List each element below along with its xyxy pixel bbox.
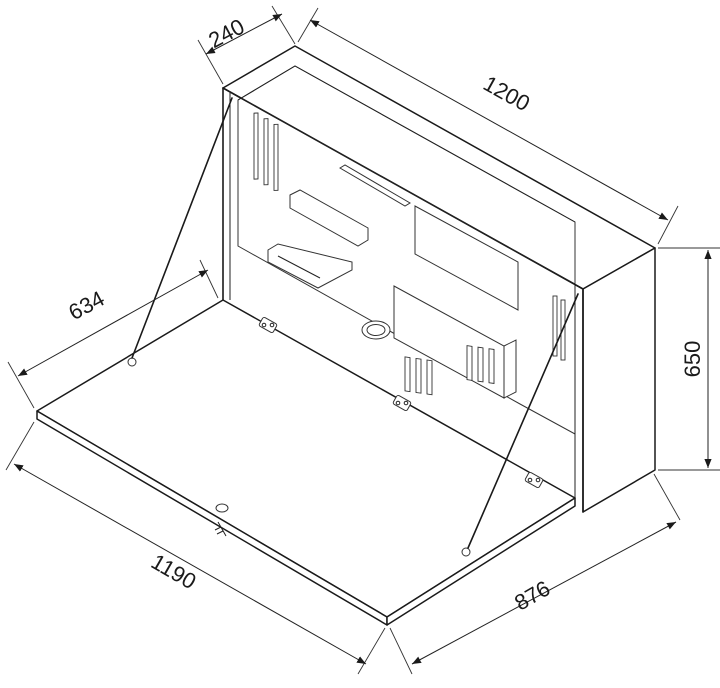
dim-width-label: 1200 — [479, 71, 534, 117]
hinge-right — [524, 471, 544, 489]
stay-right — [467, 293, 579, 549]
dim-depth-label: 240 — [204, 14, 248, 53]
dim-flap-width-label: 1190 — [147, 549, 200, 594]
hinge-left — [258, 316, 278, 334]
dim-flap-depth-label: 634 — [64, 286, 108, 325]
stay-pin-left — [127, 357, 137, 367]
dim-open-depth-label: 876 — [510, 575, 554, 615]
dim-height-label: 650 — [680, 341, 705, 378]
wall-plate — [414, 205, 519, 311]
stay-pin-right — [461, 547, 471, 557]
dim-height: 650 — [658, 247, 720, 471]
cabinet-right-side — [582, 247, 656, 513]
right-cable-tray — [393, 285, 517, 399]
interior-details — [253, 112, 566, 399]
hinge-center — [392, 394, 412, 412]
left-vent-slots — [253, 112, 279, 191]
cable-grommet — [361, 320, 391, 340]
